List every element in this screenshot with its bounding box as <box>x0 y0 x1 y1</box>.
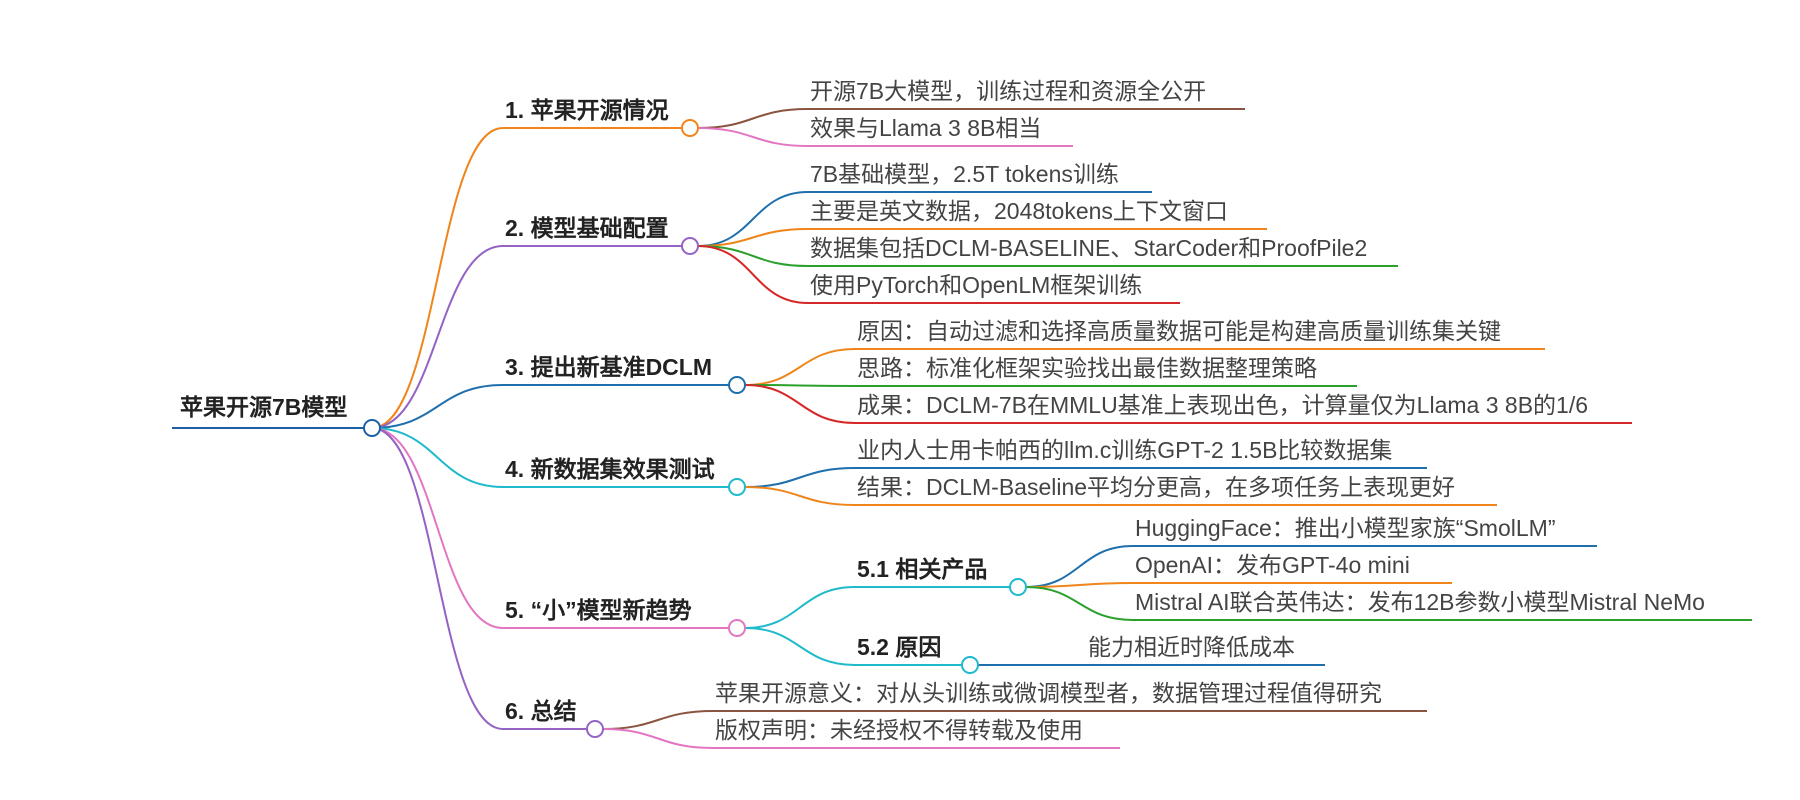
connector-branch-3-leaf-1 <box>744 348 856 386</box>
root-topic[interactable]: 苹果开源7B模型 <box>180 394 348 420</box>
branch-1-leaf-2[interactable]: 效果与Llama 3 8B相当 <box>810 115 1042 141</box>
branch-5-sub-2-topic[interactable]: 5.2 原因 <box>857 634 942 660</box>
branch-2-leaf-3[interactable]: 数据集包括DCLM-BASELINE、StarCoder和ProofPile2 <box>810 235 1368 261</box>
branch-3-leaf-3[interactable]: 成果：DCLM-7B在MMLU基准上表现出色，计算量仅为Llama 3 8B的1… <box>857 392 1589 418</box>
connector-branch-5-sub-1 <box>744 586 856 629</box>
branch-2-leaf-2[interactable]: 主要是英文数据，2048tokens上下文窗口 <box>810 198 1228 224</box>
connector-branch-3-leaf-2 <box>744 384 856 387</box>
connector-branch-6-leaf-2 <box>602 728 714 749</box>
connector-branch-5-sub-2 <box>744 627 856 666</box>
branch-5-sub-1-leaf-3[interactable]: Mistral AI联合英伟达：发布12B参数小模型Mistral NeMo <box>1135 589 1705 615</box>
branch-5-sub-1-leaf-2[interactable]: OpenAI：发布GPT-4o mini <box>1135 552 1410 578</box>
branch-2-node-circle[interactable] <box>681 237 699 255</box>
connector-branch-3-leaf-3 <box>744 384 856 424</box>
branch-3-node-circle[interactable] <box>728 376 746 394</box>
branch-1-topic[interactable]: 1. 苹果开源情况 <box>505 97 669 123</box>
branch-3-leaf-1[interactable]: 原因：自动过滤和选择高质量数据可能是构建高质量训练集关键 <box>857 318 1501 344</box>
connector-branch-2-leaf-1 <box>697 191 809 247</box>
branch-5-topic[interactable]: 5. “小”模型新趋势 <box>505 597 692 623</box>
branch-4-leaf-1[interactable]: 业内人士用卡帕西的llm.c训练GPT-2 1.5B比较数据集 <box>857 437 1393 463</box>
connector-root-to-branch-1 <box>371 127 504 429</box>
branch-1-node-circle[interactable] <box>681 119 699 137</box>
connector-branch-2-leaf-4 <box>697 245 809 304</box>
branch-5-sub-1-node-circle[interactable] <box>1009 578 1027 596</box>
connector-branch-6-leaf-1 <box>602 710 714 730</box>
branch-6-topic[interactable]: 6. 总结 <box>505 698 577 724</box>
connector-branch-5-sub-1-leaf-3 <box>1025 586 1134 621</box>
branch-2-leaf-4[interactable]: 使用PyTorch和OpenLM框架训练 <box>810 272 1143 298</box>
branch-2-topic[interactable]: 2. 模型基础配置 <box>505 215 669 241</box>
node-marker-layer <box>363 119 1027 738</box>
connector-branch-1-leaf-2 <box>697 127 809 147</box>
connector-branch-5-sub-1-leaf-1 <box>1025 545 1134 588</box>
connector-root-to-branch-3 <box>371 384 504 429</box>
root-node-circle[interactable] <box>363 419 381 437</box>
branch-5-sub-2-leaf-1[interactable]: 能力相近时降低成本 <box>1088 634 1295 660</box>
connector-branch-4-leaf-2 <box>744 486 856 506</box>
connector-branch-5-sub-1-leaf-2 <box>1025 582 1134 588</box>
branch-3-leaf-2[interactable]: 思路：标准化框架实验找出最佳数据整理策略 <box>857 355 1317 381</box>
connector-branch-1-leaf-1 <box>697 108 809 129</box>
branch-1-leaf-1[interactable]: 开源7B大模型，训练过程和资源全公开 <box>810 78 1207 104</box>
branch-5-sub-1-topic[interactable]: 5.1 相关产品 <box>857 556 988 582</box>
branch-4-leaf-2[interactable]: 结果：DCLM-Baseline平均分更高，在多项任务上表现更好 <box>857 474 1456 500</box>
branch-5-sub-1-leaf-1[interactable]: HuggingFace：推出小模型家族“SmolLM” <box>1135 515 1556 541</box>
branch-6-leaf-2[interactable]: 版权声明：未经授权不得转载及使用 <box>715 717 1083 743</box>
connector-branch-4-leaf-1 <box>744 467 856 488</box>
branch-5-node-circle[interactable] <box>728 619 746 637</box>
branch-5-sub-2-node-circle[interactable] <box>961 656 979 674</box>
branch-6-node-circle[interactable] <box>586 720 604 738</box>
connector-branch-2-leaf-2 <box>697 228 809 247</box>
connector-root-to-branch-2 <box>371 245 504 429</box>
connector-layer <box>172 108 1752 749</box>
connector-root-to-branch-6 <box>371 427 504 730</box>
branch-2-leaf-1[interactable]: 7B基础模型，2.5T tokens训练 <box>810 161 1119 187</box>
branch-4-node-circle[interactable] <box>728 478 746 496</box>
branch-3-topic[interactable]: 3. 提出新基准DCLM <box>505 354 712 380</box>
branch-4-topic[interactable]: 4. 新数据集效果测试 <box>505 456 715 482</box>
branch-6-leaf-1[interactable]: 苹果开源意义：对从头训练或微调模型者，数据管理过程值得研究 <box>715 680 1382 706</box>
connector-branch-2-leaf-3 <box>697 245 809 267</box>
connector-root-to-branch-5 <box>371 427 504 629</box>
connector-root-to-branch-4 <box>371 427 504 488</box>
